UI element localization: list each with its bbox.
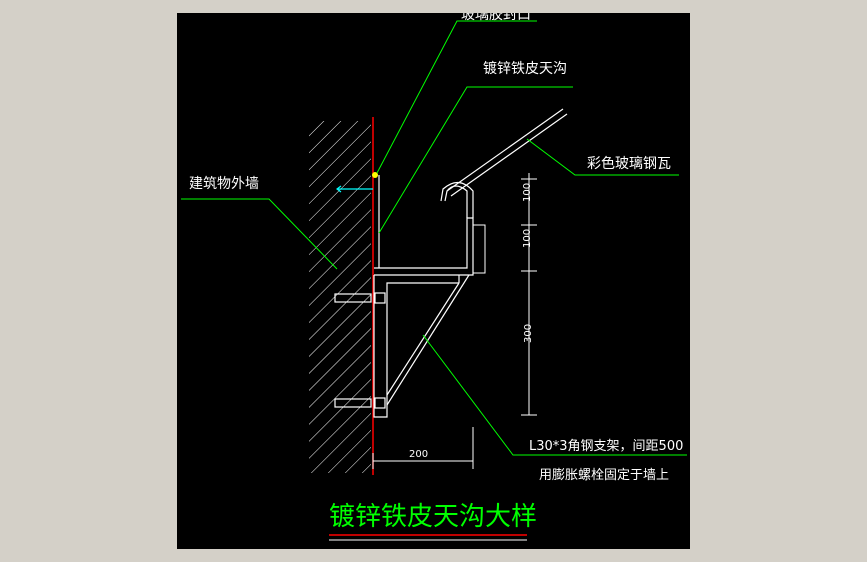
glass-fiber-tile xyxy=(446,108,568,197)
mount-plate xyxy=(472,224,486,274)
dim-100-mid: 100 xyxy=(522,229,533,248)
wall-hatch xyxy=(309,121,371,473)
label-bracket-line1: L30*3角钢支架，间距500 xyxy=(529,439,683,454)
gutter-channel xyxy=(374,175,474,276)
expansion-bolt-mid xyxy=(334,292,386,304)
expansion-bolt-upper xyxy=(336,185,373,193)
dim-300: 300 xyxy=(523,324,534,343)
label-wall: 建筑物外墙 xyxy=(189,176,259,192)
seal-marker xyxy=(372,172,378,178)
horizontal-dimension xyxy=(372,427,474,469)
vertical-dimension xyxy=(521,173,537,416)
dim-200: 200 xyxy=(409,449,428,460)
label-gutter: 镀锌铁皮天沟 xyxy=(483,60,567,77)
gutter-detail-drawing: 玻璃胶封口 镀锌铁皮天沟 彩色玻璃钢瓦 建筑物外墙 L30*3角钢支架，间距50… xyxy=(181,6,687,541)
drawing-title: 镀锌铁皮天沟大样 xyxy=(329,502,537,532)
angle-bracket xyxy=(373,274,470,418)
label-glass-glue-seal: 玻璃胶封口 xyxy=(461,13,531,23)
label-tile: 彩色玻璃钢瓦 xyxy=(587,155,671,172)
expansion-bolt-lower xyxy=(334,397,386,409)
leader-lines xyxy=(181,20,687,456)
label-bracket-line2: 用膨胀螺栓固定于墙上 xyxy=(539,468,669,483)
drawing-area: 玻璃胶封口 镀锌铁皮天沟 彩色玻璃钢瓦 建筑物外墙 L30*3角钢支架，间距50… xyxy=(177,6,690,549)
dim-100-top: 100 xyxy=(522,183,533,202)
